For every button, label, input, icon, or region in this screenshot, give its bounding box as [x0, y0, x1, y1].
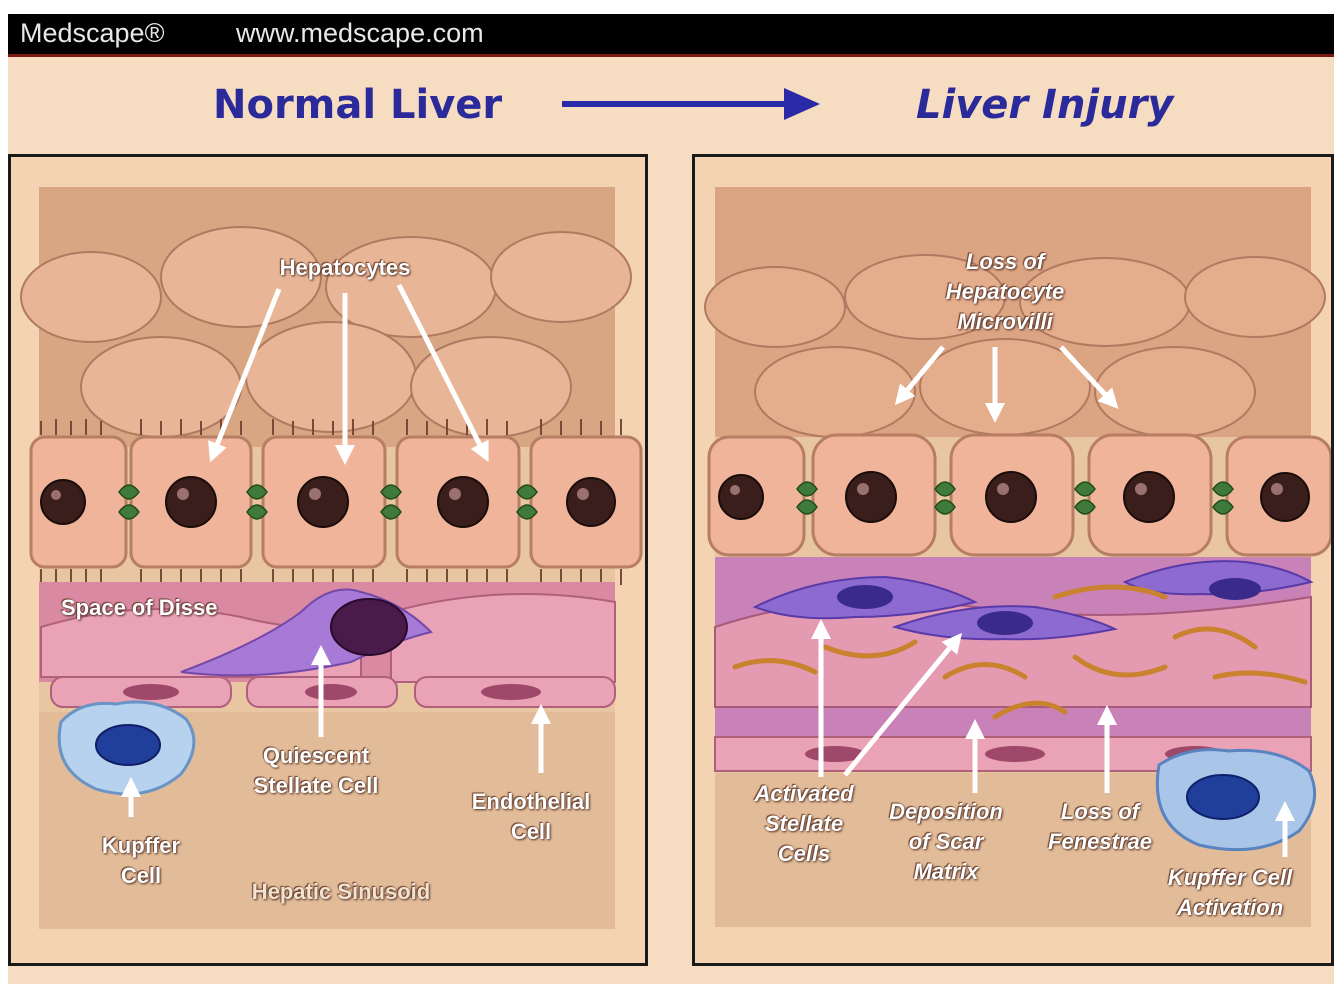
label-line: Deposition	[889, 799, 1003, 824]
label-line: Cell	[510, 819, 552, 844]
label-activated-stellate-cells: Activated Stellate Cells	[729, 779, 879, 869]
site-url: www.medscape.com	[236, 18, 484, 48]
label-quiescent-stellate-cell: Quiescent Stellate Cell	[221, 741, 411, 801]
label-line: Cell	[120, 863, 162, 888]
label-hepatocytes: Hepatocytes	[279, 255, 411, 280]
label-line: Loss of	[965, 249, 1045, 274]
figure-frame: Medscape® www.medscape.com Normal Liver …	[8, 14, 1334, 984]
title-liver-injury: Liver Injury	[916, 82, 1174, 128]
label-line: Loss of	[1060, 799, 1140, 824]
label-line: Activation	[1176, 895, 1284, 920]
label-line: Quiescent	[262, 743, 370, 768]
title-normal-liver: Normal Liver	[213, 82, 503, 128]
label-loss-of-fenestrae: Loss of Fenestrae	[1025, 797, 1175, 857]
brand-label: Medscape®	[20, 18, 165, 48]
label-loss-of-hepatocyte-microvilli: Loss of Hepatocyte Microvilli	[895, 247, 1115, 337]
label-line: of Scar	[908, 829, 984, 854]
label-hepatic-sinusoid: Hepatic Sinusoid	[251, 879, 431, 904]
label-kupffer-cell: Kupffer Cell	[71, 831, 211, 891]
label-line: Kupffer Cell	[1167, 865, 1293, 890]
liver-injury-illustration	[704, 187, 1331, 927]
label-line: Endothelial	[471, 789, 591, 814]
label-deposition-of-scar-matrix: Deposition of Scar Matrix	[871, 797, 1021, 887]
label-kupffer-cell-activation: Kupffer Cell Activation	[1145, 863, 1315, 923]
label-line: Activated	[754, 781, 854, 806]
label-line: Fenestrae	[1048, 829, 1152, 854]
label-line: Stellate	[764, 811, 844, 836]
liver-injury-panel: Loss of Hepatocyte Microvilli Activated …	[692, 154, 1334, 966]
normal-liver-illustration	[20, 187, 643, 929]
label-line: Stellate Cell	[253, 773, 379, 798]
label-endothelial-cell: Endothelial Cell	[441, 787, 621, 847]
label-line: Kupffer	[101, 833, 181, 858]
progression-arrow-icon	[562, 88, 820, 120]
label-line: Microvilli	[957, 309, 1053, 334]
label-line: Matrix	[913, 859, 979, 884]
header-bar: Medscape® www.medscape.com	[8, 14, 1334, 57]
label-line: Cells	[777, 841, 831, 866]
label-line: Hepatocyte	[945, 279, 1065, 304]
normal-liver-panel: Hepatocytes Space of Disse Quiescent Ste…	[8, 154, 648, 966]
label-space-of-disse: Space of Disse	[61, 595, 218, 620]
